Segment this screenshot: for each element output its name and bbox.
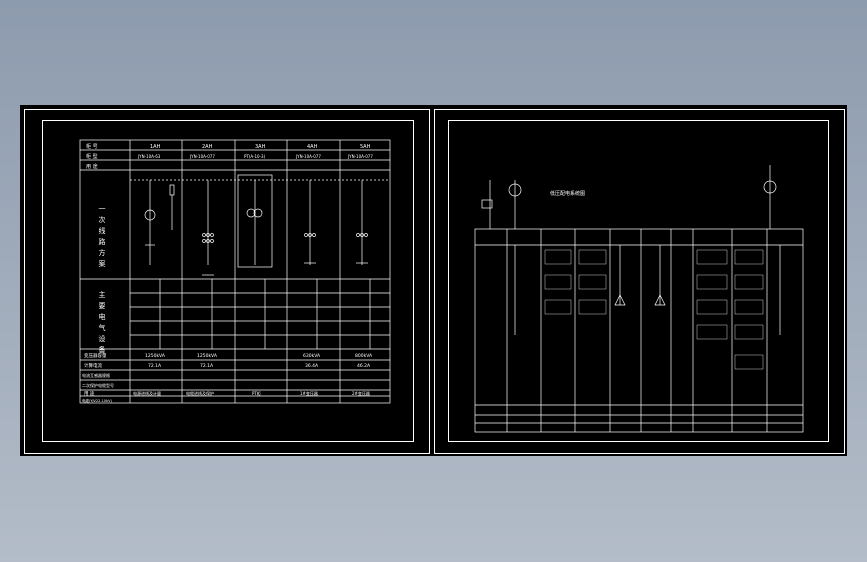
feeder-1: [144, 180, 175, 265]
capacity-value: 1250kVA: [197, 353, 218, 359]
right-drawing-sheet: [434, 109, 845, 454]
header-row-label: 用 途: [86, 163, 98, 170]
transformer-icon: [763, 180, 777, 194]
feeder-4: [304, 180, 316, 265]
use-value: 2#变压器: [352, 390, 370, 396]
cabinet-model: PT(A-10-3): [244, 154, 266, 159]
right-component-blocks: [544, 249, 764, 370]
cabinet-number: 4AH: [307, 144, 318, 150]
capacity-value: 1250kVA: [145, 353, 166, 359]
arrester-icon: [614, 294, 626, 306]
current-value: 46.2A: [357, 363, 371, 369]
use-value: PT柜: [252, 390, 261, 396]
left-drawing-border: [42, 120, 414, 442]
section-primary-label: 一次线路方案: [98, 205, 106, 271]
left-switchgear-table: [79, 139, 391, 404]
footer-row-label: 电流互感器规格: [82, 372, 110, 378]
cabinet-number: 3AH: [255, 144, 266, 150]
cabinet-number: 1AH: [150, 144, 161, 150]
cabinet-model: JYN-10A-077: [347, 154, 373, 159]
feeder-5: [356, 180, 368, 265]
cad-viewport[interactable]: 柜 号 柜 型 用 途 1AH 2AH 3AH 4AH 5AH JYN-10A-…: [20, 105, 847, 456]
current-value: 36.4A: [305, 363, 319, 369]
left-table-text: 柜 号 柜 型 用 途 1AH 2AH 3AH 4AH 5AH JYN-10A-…: [82, 143, 373, 403]
cabinet-number: 5AH: [360, 144, 371, 150]
capacity-value: 800kVA: [355, 353, 373, 359]
footer-row-label: 电缆(YJV22-10kV): [82, 398, 113, 403]
feeder-2: [202, 180, 214, 276]
cabinet-model: JYN-10A-077: [295, 154, 321, 159]
feeder-3: [237, 174, 273, 268]
section-equipment-label: 主要电气设备: [98, 290, 106, 357]
cabinet-model: JYN-10A-63: [137, 154, 161, 159]
left-drawing-sheet: [24, 109, 430, 454]
transformer-icon: [144, 209, 156, 221]
header-row-label: 柜 号: [86, 143, 98, 150]
footer-row-label: 计算电流: [84, 362, 102, 369]
header-row-label: 柜 型: [86, 153, 98, 160]
cabinet-number: 2AH: [202, 144, 213, 150]
capacity-value: 630kVA: [303, 353, 321, 359]
current-value: 72.1A: [148, 363, 162, 369]
footer-row-label: 二次保护电缆型号: [82, 382, 114, 388]
use-value: 1#变压器: [300, 390, 318, 396]
transformer-icon: [508, 183, 522, 197]
transformer-icon: [246, 208, 256, 218]
current-value: 72.1A: [200, 363, 214, 369]
footer-row-label: 用 途: [84, 390, 95, 397]
right-drawing-border: [448, 120, 829, 442]
use-value: 电缆进线及保护: [186, 390, 214, 396]
footer-row-label: 变压器容量: [84, 352, 107, 359]
arrester-icon: [654, 294, 666, 306]
use-value: 电源进线及计量: [133, 390, 161, 396]
schematic-canvas: 柜 号 柜 型 用 途 1AH 2AH 3AH 4AH 5AH JYN-10A-…: [79, 139, 804, 433]
right-diagram-caption: 低压配电系统图: [550, 190, 585, 197]
left-single-line-diagrams: [130, 174, 390, 276]
right-distribution-diagram: [474, 165, 804, 433]
cabinet-model: JYN-10A-077: [189, 154, 215, 159]
